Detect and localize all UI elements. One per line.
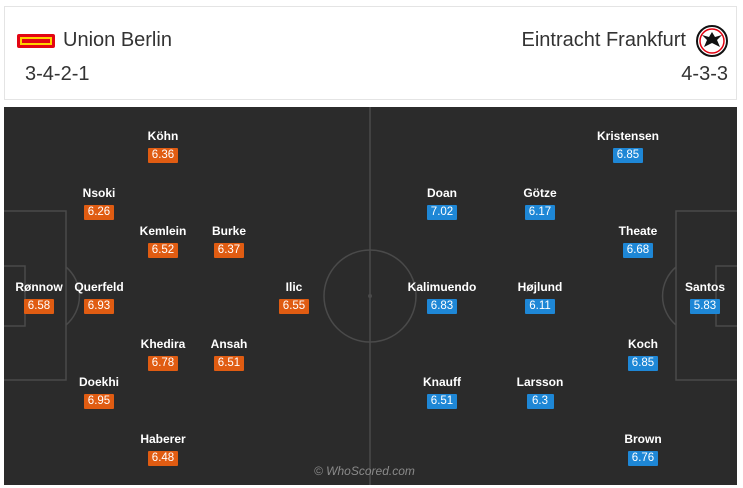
player-name: Kristensen bbox=[596, 129, 660, 143]
player-rating: 6.93 bbox=[83, 299, 115, 314]
away-player-card[interactable]: Kristensen 6.85 bbox=[583, 129, 673, 163]
player-name: Burke bbox=[211, 224, 246, 238]
away-player-card[interactable]: Theate 6.68 bbox=[593, 224, 683, 258]
player-name: Khedira bbox=[140, 337, 186, 351]
player-rating: 7.02 bbox=[426, 205, 458, 220]
away-team-name: Eintracht Frankfurt bbox=[521, 29, 686, 51]
player-rating: 6.36 bbox=[147, 148, 179, 163]
player-rating: 6.26 bbox=[83, 205, 115, 220]
away-formation: 4-3-3 bbox=[681, 63, 728, 85]
player-name: Haberer bbox=[140, 432, 186, 446]
player-rating: 5.83 bbox=[689, 299, 721, 314]
player-rating: 6.95 bbox=[83, 394, 115, 409]
away-player-card[interactable]: Doan 7.02 bbox=[397, 186, 487, 220]
away-player-card[interactable]: Knauff 6.51 bbox=[397, 375, 487, 409]
away-player-card[interactable]: Larsson 6.3 bbox=[495, 375, 585, 409]
player-rating: 6.58 bbox=[23, 299, 55, 314]
match-header: Union Berlin 3-4-2-1 Eintracht Frankfurt… bbox=[4, 6, 737, 100]
player-name: Knauff bbox=[423, 375, 461, 389]
pitch: Rønnow 6.58 Köhn 6.36 Nsoki 6.26 Kemlein… bbox=[4, 107, 737, 485]
player-name: Doekhi bbox=[78, 375, 119, 389]
player-name: Theate bbox=[618, 224, 658, 238]
player-rating: 6.83 bbox=[426, 299, 458, 314]
player-name: Kemlein bbox=[139, 224, 187, 238]
home-player-card[interactable]: Querfeld 6.93 bbox=[54, 280, 144, 314]
player-rating: 6.52 bbox=[147, 243, 179, 258]
player-name: Nsoki bbox=[82, 186, 116, 200]
home-player-card[interactable]: Khedira 6.78 bbox=[118, 337, 208, 371]
away-player-card[interactable]: Brown 6.76 bbox=[598, 432, 688, 466]
home-team-name: Union Berlin bbox=[63, 29, 172, 51]
player-rating: 6.48 bbox=[147, 451, 179, 466]
union-berlin-logo-icon bbox=[17, 34, 55, 48]
eintracht-frankfurt-eagle-icon bbox=[696, 25, 728, 57]
player-rating: 6.85 bbox=[627, 356, 659, 371]
player-rating: 6.76 bbox=[627, 451, 659, 466]
player-name: Højlund bbox=[517, 280, 563, 294]
player-name: Doan bbox=[427, 186, 457, 200]
player-name: Santos bbox=[684, 280, 725, 294]
player-name: Ilic bbox=[285, 280, 303, 294]
home-player-card[interactable]: Haberer 6.48 bbox=[118, 432, 208, 466]
home-player-card[interactable]: Rønnow 6.58 bbox=[4, 280, 84, 314]
away-player-card[interactable]: Santos 5.83 bbox=[660, 280, 737, 314]
player-name: Rønnow bbox=[15, 280, 63, 294]
player-rating: 6.3 bbox=[526, 394, 554, 409]
home-player-card[interactable]: Doekhi 6.95 bbox=[54, 375, 144, 409]
player-name: Brown bbox=[624, 432, 662, 446]
player-rating: 6.78 bbox=[147, 356, 179, 371]
pitch-lines bbox=[4, 107, 737, 485]
watermark: © WhoScored.com bbox=[314, 464, 415, 478]
player-rating: 6.11 bbox=[525, 299, 555, 314]
player-name: Kalimuendo bbox=[407, 280, 477, 294]
player-name: Götze bbox=[523, 186, 557, 200]
home-player-card[interactable]: Nsoki 6.26 bbox=[54, 186, 144, 220]
home-player-card[interactable]: Ansah 6.51 bbox=[184, 337, 274, 371]
player-rating: 6.51 bbox=[426, 394, 458, 409]
player-name: Larsson bbox=[516, 375, 564, 389]
player-rating: 6.51 bbox=[213, 356, 245, 371]
player-rating: 6.17 bbox=[524, 205, 556, 220]
player-name: Ansah bbox=[210, 337, 248, 351]
player-rating: 6.68 bbox=[622, 243, 654, 258]
player-rating: 6.85 bbox=[612, 148, 644, 163]
home-formation: 3-4-2-1 bbox=[25, 63, 90, 85]
away-player-card[interactable]: Götze 6.17 bbox=[495, 186, 585, 220]
away-player-card[interactable]: Højlund 6.11 bbox=[495, 280, 585, 314]
away-player-card[interactable]: Koch 6.85 bbox=[598, 337, 688, 371]
home-player-card[interactable]: Ilic 6.55 bbox=[249, 280, 339, 314]
player-name: Querfeld bbox=[74, 280, 124, 294]
home-player-card[interactable]: Burke 6.37 bbox=[184, 224, 274, 258]
player-rating: 6.37 bbox=[213, 243, 245, 258]
player-name: Köhn bbox=[147, 129, 179, 143]
away-player-card[interactable]: Kalimuendo 6.83 bbox=[397, 280, 487, 314]
home-player-card[interactable]: Köhn 6.36 bbox=[118, 129, 208, 163]
home-player-card[interactable]: Kemlein 6.52 bbox=[118, 224, 208, 258]
player-rating: 6.55 bbox=[278, 299, 310, 314]
player-name: Koch bbox=[628, 337, 658, 351]
